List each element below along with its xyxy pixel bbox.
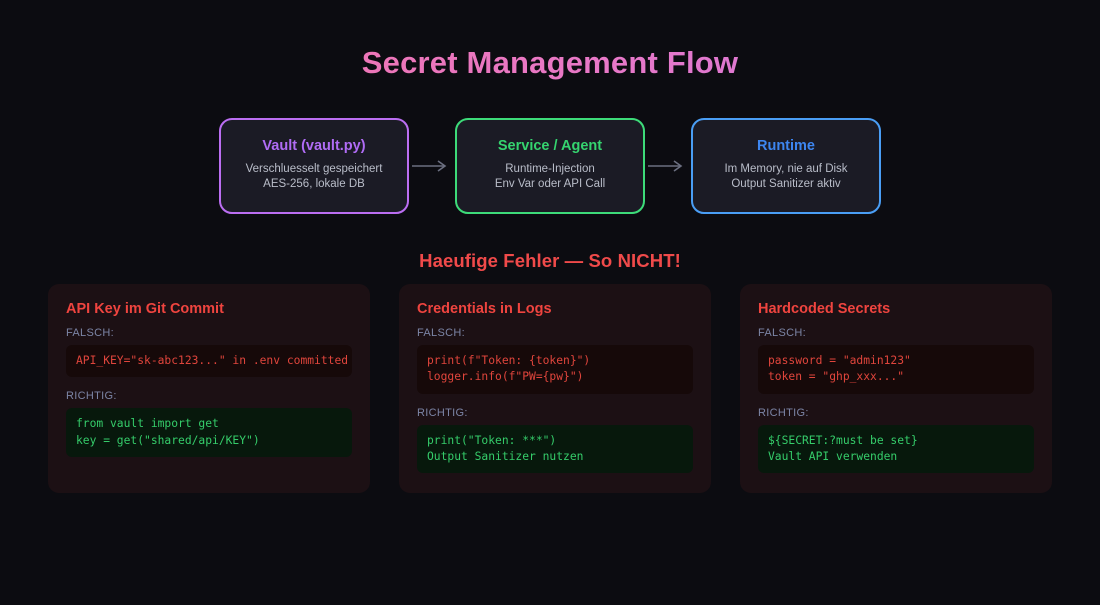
flow-step-title: Runtime — [757, 138, 815, 155]
flow-step-line2: Env Var oder API Call — [494, 178, 606, 191]
flow-step-service-agent[interactable]: Service / Agent Runtime-Injection Env Va… — [455, 118, 645, 214]
bad-label: FALSCH: — [758, 326, 806, 339]
bad-label: FALSCH: — [66, 326, 114, 339]
page-title: Secret Management Flow — [0, 45, 1100, 81]
flow-step-title: Vault (vault.py) — [262, 138, 366, 155]
good-code-block: ${SECRET:?must be set} Vault API verwend… — [758, 424, 1034, 474]
mistake-card-api-key-git-commit: API Key im Git Commit FALSCH: API_KEY="s… — [48, 284, 370, 494]
bad-code-block: print(f"Token: {token}") logger.info(f"P… — [417, 344, 693, 394]
mistake-card-credentials-in-logs: Credentials in Logs FALSCH: print(f"Toke… — [399, 284, 711, 494]
flow-step-line1: Im Memory, nie auf Disk — [724, 162, 848, 175]
good-label: RICHTIG: — [417, 406, 468, 419]
mistakes-section-heading: Haeufige Fehler — So NICHT! — [419, 250, 681, 271]
arrow-right-icon — [409, 156, 455, 176]
good-code-block: print("Token: ***") Output Sanitizer nut… — [417, 424, 693, 474]
arrow-right-icon — [645, 156, 691, 176]
flow-step-line1: Runtime-Injection — [505, 162, 595, 175]
card-title: Hardcoded Secrets — [758, 301, 891, 317]
flow-step-line2: Output Sanitizer aktiv — [731, 178, 841, 191]
mistake-cards-row: API Key im Git Commit FALSCH: API_KEY="s… — [48, 284, 1052, 494]
card-title: API Key im Git Commit — [66, 301, 224, 317]
bad-label: FALSCH: — [417, 326, 465, 339]
good-code-block: from vault import get key = get("shared/… — [66, 408, 352, 458]
flow-step-title: Service / Agent — [497, 138, 603, 155]
good-label: RICHTIG: — [758, 406, 809, 419]
flow-step-line1: Verschluesselt gespeichert — [245, 162, 383, 175]
flow-step-vault[interactable]: Vault (vault.py) Verschluesselt gespeich… — [219, 118, 409, 214]
bad-code-block: password = "admin123" token = "ghp_xxx..… — [758, 344, 1034, 394]
card-title: Credentials in Logs — [417, 301, 552, 317]
good-label: RICHTIG: — [66, 390, 117, 403]
flow-step-runtime[interactable]: Runtime Im Memory, nie auf Disk Output S… — [691, 118, 881, 214]
flow-diagram: Vault (vault.py) Verschluesselt gespeich… — [0, 118, 1100, 214]
flow-step-line2: AES-256, lokale DB — [263, 178, 365, 191]
bad-code-block: API_KEY="sk-abc123..." in .env committed — [66, 344, 352, 378]
mistake-card-hardcoded-secrets: Hardcoded Secrets FALSCH: password = "ad… — [740, 284, 1052, 494]
